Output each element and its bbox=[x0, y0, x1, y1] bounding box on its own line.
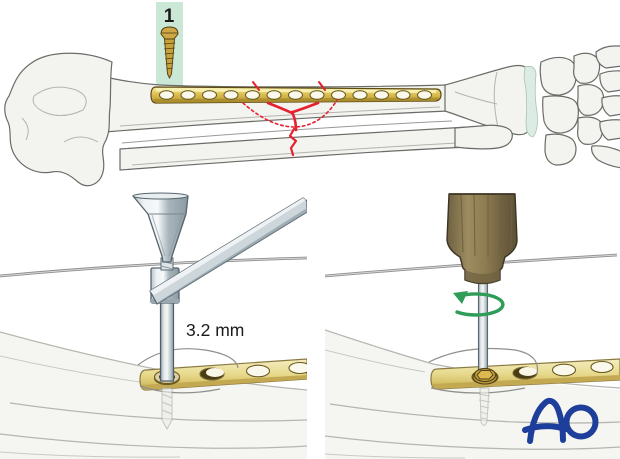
screwdriver-handle bbox=[446, 193, 518, 285]
drill-sleeve-shade bbox=[151, 299, 179, 303]
plate-hole bbox=[309, 90, 325, 100]
cortex-screw-icon bbox=[160, 26, 179, 80]
plate-hole bbox=[180, 90, 196, 100]
guide-handle bbox=[149, 197, 307, 305]
plate-hole bbox=[373, 90, 390, 100]
plate-hole bbox=[223, 90, 239, 100]
plate-hole bbox=[287, 90, 304, 100]
ulna-contour-line bbox=[131, 142, 459, 166]
plate-hole bbox=[244, 90, 261, 100]
elbow-detail-line bbox=[63, 136, 99, 143]
drill-step-panel: 3.2 mm bbox=[0, 188, 307, 459]
screwdriver-shaft bbox=[477, 275, 489, 371]
distal-ulna-head bbox=[454, 124, 513, 150]
screw-step-panel: AO bbox=[325, 188, 620, 459]
drill-illustration: 3.2 mm bbox=[0, 192, 307, 459]
ao-logo bbox=[522, 397, 599, 444]
radius-face-line bbox=[454, 91, 498, 105]
plate-hole bbox=[352, 90, 368, 100]
plate-hole bbox=[395, 90, 411, 100]
plate-hole bbox=[245, 364, 271, 378]
radius-face-line bbox=[493, 71, 499, 129]
metacarpal-bones bbox=[591, 45, 620, 169]
drill-tip-ghost bbox=[161, 387, 173, 431]
elbow-detail-line bbox=[21, 117, 29, 141]
plate-hole bbox=[201, 90, 218, 100]
drill-guide-funnel bbox=[132, 192, 189, 263]
plate-holes bbox=[158, 90, 433, 100]
plate-shadow-edge bbox=[141, 375, 307, 390]
wire-line bbox=[0, 256, 307, 278]
radius-contour-line bbox=[119, 106, 441, 127]
elbow-end bbox=[4, 52, 113, 187]
plate-hole bbox=[288, 361, 307, 375]
plate-hole bbox=[330, 90, 347, 100]
drill-bit bbox=[159, 300, 175, 382]
ghosted-bone bbox=[0, 331, 307, 459]
plate-hole bbox=[551, 363, 577, 377]
elbow-detail-line bbox=[32, 86, 87, 116]
hole-front-rim bbox=[153, 377, 181, 386]
ulna-fracture-line bbox=[288, 127, 298, 157]
plate-shadow-edge bbox=[153, 97, 439, 103]
screwdriver-illustration bbox=[325, 193, 620, 459]
soft-tissue-outline bbox=[137, 348, 239, 369]
screw-head bbox=[472, 367, 498, 385]
overview-illustration: 1 bbox=[4, 2, 620, 187]
soft-tissue-outline bbox=[139, 385, 221, 394]
step-number-label: 1 bbox=[164, 6, 175, 27]
drill-diameter-label: 3.2 mm bbox=[186, 320, 244, 340]
ulna-bone bbox=[119, 126, 469, 171]
plate-hole bbox=[266, 90, 282, 100]
compression-plate bbox=[150, 86, 442, 104]
wrist-cartilage bbox=[523, 65, 538, 138]
plate-shadow-edge bbox=[432, 375, 620, 389]
overview-panel: 1 bbox=[0, 0, 620, 188]
soft-tissue-outline bbox=[428, 347, 539, 375]
rotation-arrow-icon bbox=[453, 291, 505, 317]
screw-ghost bbox=[478, 387, 491, 426]
plate-hole-countersunk bbox=[512, 366, 538, 380]
plate-hole-highlighted bbox=[158, 90, 175, 100]
soft-tissue-outline bbox=[430, 387, 526, 394]
fracture-lines bbox=[242, 81, 338, 157]
plate-hole bbox=[590, 360, 614, 374]
distal-radius-end bbox=[444, 64, 532, 136]
carpal-bones bbox=[539, 52, 605, 166]
plate-hole bbox=[416, 90, 433, 100]
plate-hole-countersunk bbox=[199, 367, 225, 381]
wedge-fragment-dotted-line bbox=[242, 99, 338, 128]
interosseous-line bbox=[121, 120, 453, 144]
forearm-bones bbox=[4, 45, 620, 187]
